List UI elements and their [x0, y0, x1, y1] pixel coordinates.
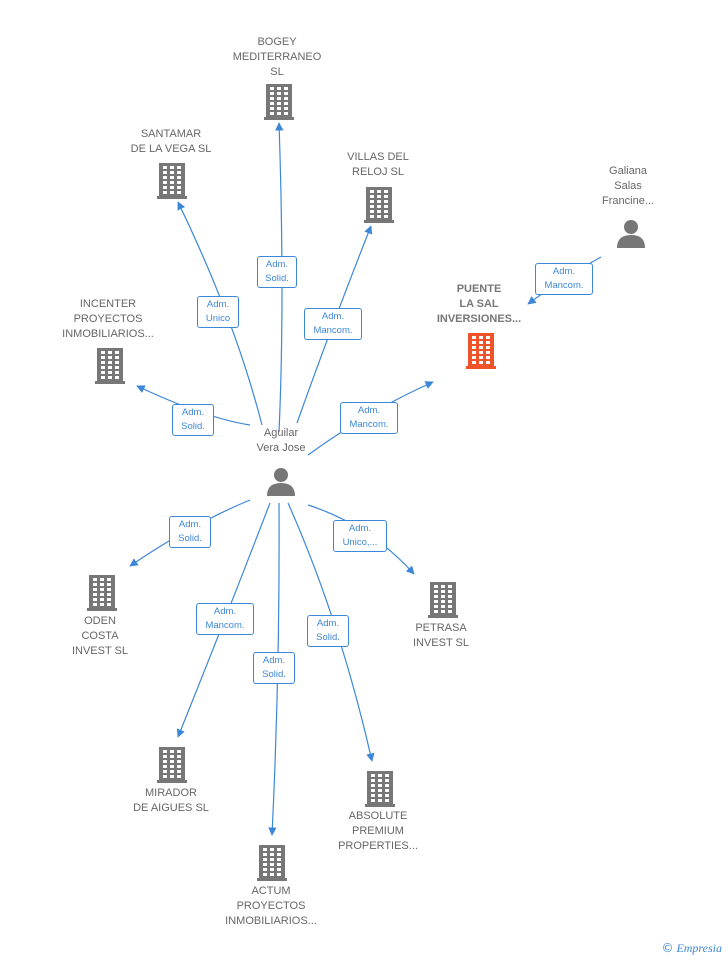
santamar-building-icon[interactable] — [157, 163, 187, 199]
petrasa-label[interactable]: PETRASA INVEST SL — [412, 622, 470, 649]
edge-label-center-incenter[interactable]: Adm. Solid. — [172, 404, 214, 436]
puente-label[interactable]: PUENTE LA SAL INVERSIONES... — [436, 282, 522, 325]
galiana-label[interactable]: Galiana Salas Francine... — [602, 164, 654, 207]
edge-label-galiana-puente[interactable]: Adm. Mancom. — [535, 263, 593, 295]
edge-label-center-petrasa[interactable]: Adm. Unico,... — [333, 520, 387, 552]
villas-label[interactable]: VILLAS DEL RELOJ SL — [347, 151, 409, 178]
oden-building-icon[interactable] — [87, 575, 117, 611]
center-person-label[interactable]: Aguilar Vera Jose — [256, 427, 306, 454]
villas-building-icon[interactable] — [364, 187, 394, 223]
incenter-label[interactable]: INCENTER PROYECTOS INMOBILIARIOS... — [62, 297, 154, 340]
bogey-building-icon[interactable] — [264, 84, 294, 120]
edge-label-center-actum[interactable]: Adm. Solid. — [253, 652, 295, 684]
santamar-label[interactable]: SANTAMAR DE LA VEGA SL — [130, 128, 212, 155]
bogey-label[interactable]: BOGEY MEDITERRANEO SL — [232, 35, 322, 78]
actum-label[interactable]: ACTUM PROYECTOS INMOBILIARIOS... — [225, 884, 317, 927]
center-person-icon[interactable] — [267, 468, 295, 496]
mirador-label[interactable]: MIRADOR DE AIGUES SL — [133, 787, 209, 814]
edge-label-center-oden[interactable]: Adm. Solid. — [169, 516, 211, 548]
oden-label[interactable]: ODEN COSTA INVEST SL — [71, 614, 129, 657]
puente-building-icon[interactable] — [466, 333, 496, 369]
footer-brand[interactable]: ©Empresia — [661, 941, 722, 956]
edge-label-center-mirador[interactable]: Adm. Mancom. — [196, 603, 254, 635]
edge-center-bogey — [275, 122, 284, 433]
edge-label-center-santamar[interactable]: Adm. Unico — [197, 296, 239, 328]
edge-label-center-villas[interactable]: Adm. Mancom. — [304, 308, 362, 340]
incenter-building-icon[interactable] — [95, 348, 125, 384]
edge-label-center-bogey[interactable]: Adm. Solid. — [257, 256, 297, 288]
absolute-building-icon[interactable] — [365, 771, 395, 807]
petrasa-building-icon[interactable] — [428, 582, 458, 618]
galiana-person-icon[interactable] — [617, 220, 645, 248]
actum-building-icon[interactable] — [257, 845, 287, 881]
brand-name: Empresia — [676, 941, 722, 955]
edge-label-center-absolute[interactable]: Adm. Solid. — [307, 615, 349, 647]
edge-label-center-puente[interactable]: Adm. Mancom. — [340, 402, 398, 434]
mirador-building-icon[interactable] — [157, 747, 187, 783]
copyright-symbol: © — [661, 941, 674, 955]
absolute-label[interactable]: ABSOLUTE PREMIUM PROPERTIES... — [338, 809, 418, 852]
